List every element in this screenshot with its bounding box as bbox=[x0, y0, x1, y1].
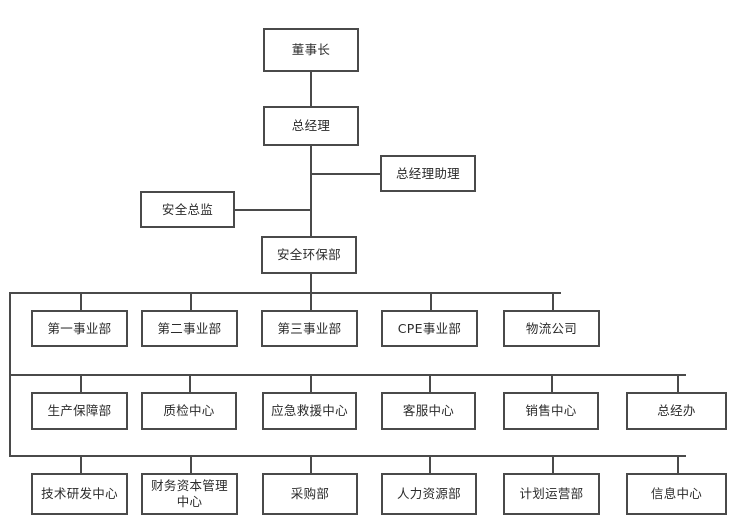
drop-line-centers-row-4 bbox=[551, 374, 553, 392]
node-centers-row-5[interactable]: 总经办 bbox=[626, 392, 727, 430]
drop-line-centers-row-5 bbox=[677, 374, 679, 392]
drop-line-divisions-row-2 bbox=[310, 292, 312, 310]
node-gm-assistant[interactable]: 总经理助理 bbox=[380, 155, 476, 192]
connector-divisions-bus bbox=[9, 292, 561, 294]
connector-gm-to-assistant bbox=[310, 173, 380, 175]
node-support-row-2[interactable]: 采购部 bbox=[262, 473, 358, 515]
node-centers-row-3[interactable]: 客服中心 bbox=[381, 392, 476, 430]
drop-line-divisions-row-0 bbox=[80, 292, 82, 310]
drop-line-centers-row-2 bbox=[310, 374, 312, 392]
connector-centers-bus bbox=[9, 374, 686, 376]
drop-line-divisions-row-3 bbox=[430, 292, 432, 310]
node-centers-row-1[interactable]: 质检中心 bbox=[141, 392, 237, 430]
node-general-manager[interactable]: 总经理 bbox=[263, 106, 359, 146]
node-divisions-row-4[interactable]: 物流公司 bbox=[503, 310, 600, 347]
connector-chairman-to-gm bbox=[310, 72, 312, 106]
drop-line-divisions-row-1 bbox=[190, 292, 192, 310]
node-divisions-row-3[interactable]: CPE事业部 bbox=[381, 310, 478, 347]
drop-line-centers-row-3 bbox=[429, 374, 431, 392]
drop-line-support-row-5 bbox=[677, 455, 679, 473]
node-centers-row-4[interactable]: 销售中心 bbox=[503, 392, 599, 430]
drop-line-support-row-1 bbox=[190, 455, 192, 473]
node-centers-row-2[interactable]: 应急救援中心 bbox=[262, 392, 357, 430]
connector-support-bus bbox=[9, 455, 686, 457]
node-support-row-4[interactable]: 计划运营部 bbox=[503, 473, 600, 515]
drop-line-support-row-3 bbox=[429, 455, 431, 473]
drop-line-centers-row-0 bbox=[80, 374, 82, 392]
node-support-row-0[interactable]: 技术研发中心 bbox=[31, 473, 128, 515]
node-support-row-1[interactable]: 财务资本管理中心 bbox=[141, 473, 238, 515]
drop-line-support-row-4 bbox=[552, 455, 554, 473]
node-support-row-3[interactable]: 人力资源部 bbox=[381, 473, 477, 515]
connector-safety-env-to-bus bbox=[310, 274, 312, 292]
node-divisions-row-0[interactable]: 第一事业部 bbox=[31, 310, 128, 347]
node-safety-env-dept[interactable]: 安全环保部 bbox=[261, 236, 357, 274]
node-chairman[interactable]: 董事长 bbox=[263, 28, 359, 72]
drop-line-centers-row-1 bbox=[189, 374, 191, 392]
drop-line-support-row-0 bbox=[80, 455, 82, 473]
drop-line-support-row-2 bbox=[310, 455, 312, 473]
node-safety-director[interactable]: 安全总监 bbox=[140, 191, 235, 228]
drop-line-divisions-row-4 bbox=[552, 292, 554, 310]
node-divisions-row-2[interactable]: 第三事业部 bbox=[261, 310, 358, 347]
connector-gm-spine-down bbox=[310, 146, 312, 236]
node-centers-row-0[interactable]: 生产保障部 bbox=[31, 392, 128, 430]
connector-safety-director-to-spine bbox=[235, 209, 311, 211]
node-divisions-row-1[interactable]: 第二事业部 bbox=[141, 310, 238, 347]
connector-left-spine-row2-row3 bbox=[9, 374, 11, 455]
connector-left-spine-row1-row2 bbox=[9, 292, 11, 374]
node-support-row-5[interactable]: 信息中心 bbox=[626, 473, 727, 515]
